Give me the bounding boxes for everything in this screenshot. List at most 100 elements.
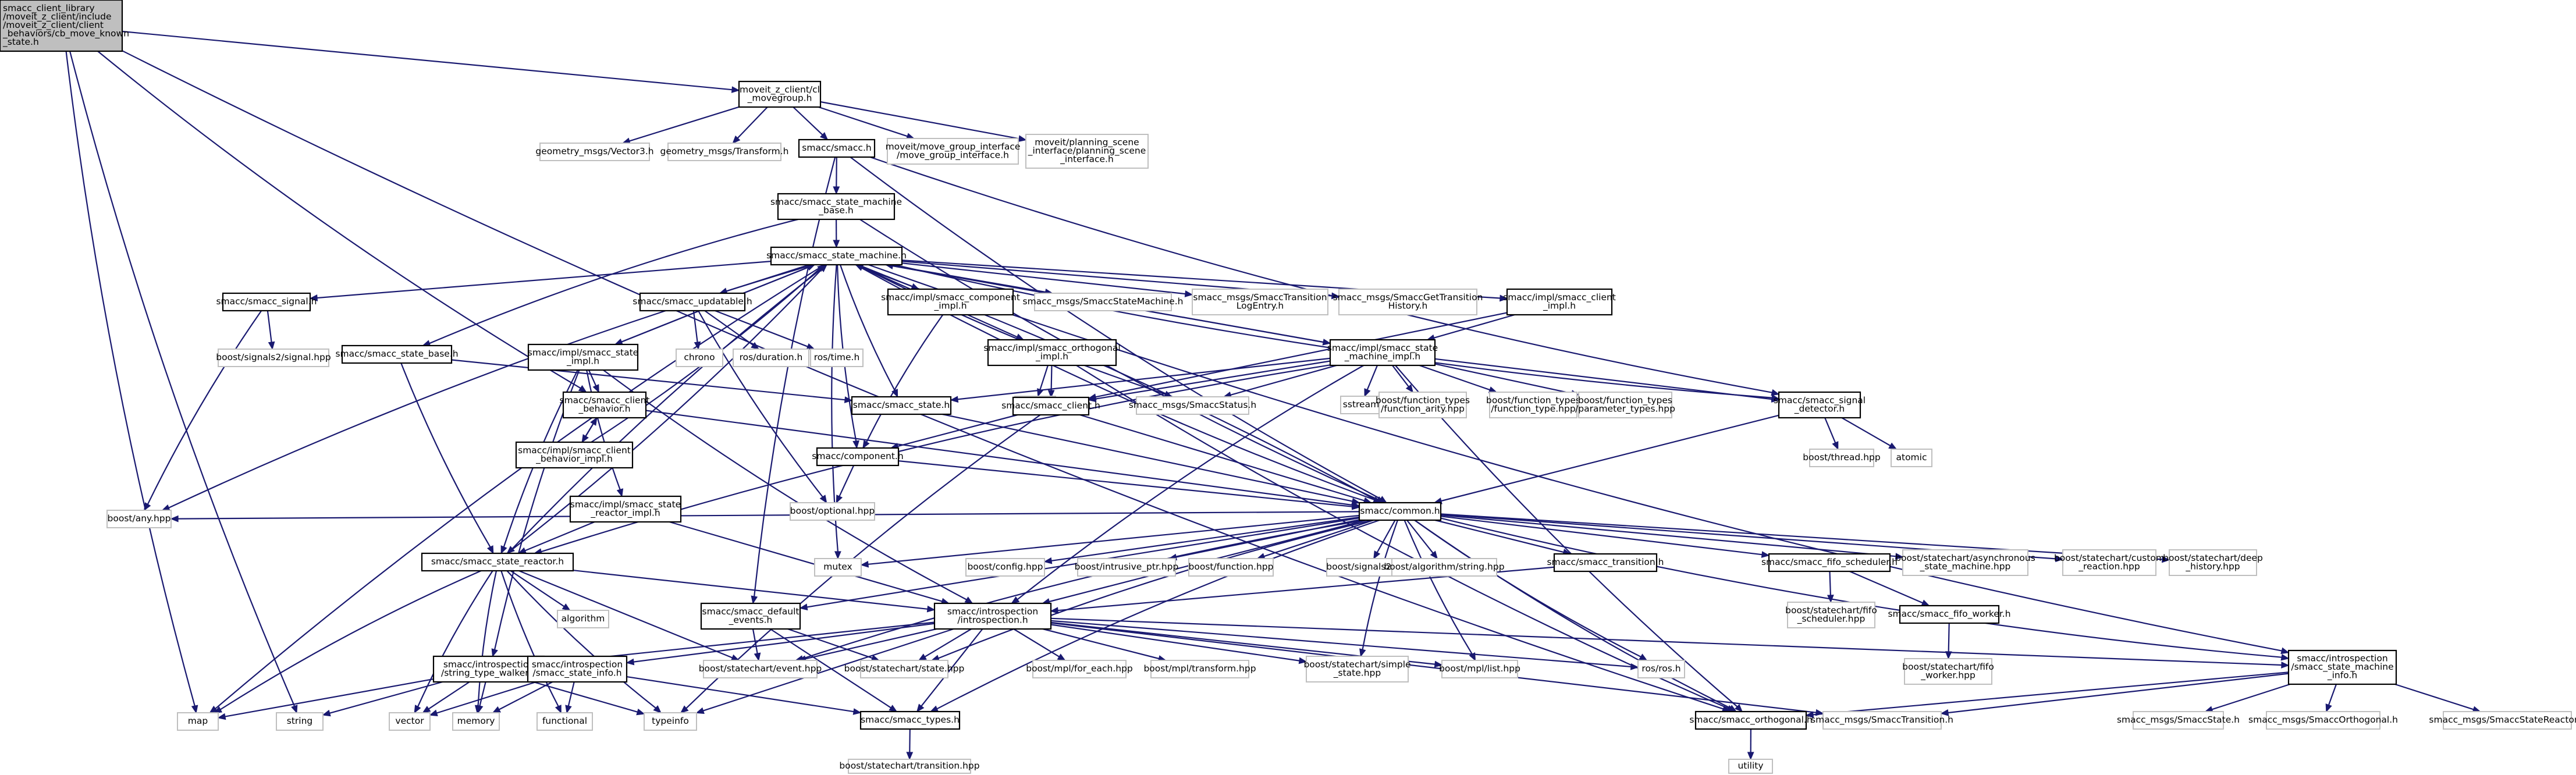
node-box: [2287, 649, 2397, 685]
node-sm_base[interactable]: smacc/smacc_state_machine_base.h: [770, 193, 902, 221]
edge-common-to-transition: [1434, 519, 1564, 553]
node-stw[interactable]: smacc/introspection/string_type_walker.h: [432, 655, 545, 683]
arrowhead-common-to-mutex: [860, 560, 869, 568]
arrowhead-state_impl-to-stw: [491, 648, 498, 657]
node-smacc_h[interactable]: smacc/smacc.h: [798, 138, 876, 158]
node-state_impl[interactable]: smacc/impl/smacc_state_impl.h: [528, 343, 638, 371]
node-label-line: ros/time.h: [814, 352, 860, 362]
node-label-line: smacc/introspection: [532, 659, 623, 670]
node-ft_arity: boost/function_types/function_arity.hpp: [1376, 392, 1470, 418]
node-reactor_impl[interactable]: smacc/impl/smacc_state_reactor_impl.h: [569, 495, 682, 523]
node-comp_impl[interactable]: smacc/impl/smacc_component_impl.h: [881, 288, 1020, 316]
node-label-line: boost/any.hpp: [108, 513, 171, 524]
node-label-line: boost/statechart/simple: [1303, 659, 1410, 670]
node-label-line: atomic: [1896, 452, 1927, 463]
edge-stw-to-map: [225, 678, 434, 717]
edge-intro-to-mpl_foreach: [1013, 628, 1060, 657]
edge-sm-to-smi: [868, 264, 2282, 652]
edge-client_impl-to-client_h: [1095, 312, 1508, 398]
node-fifo_worker[interactable]: smacc/smacc_fifo_worker.h: [1888, 605, 2011, 624]
arrowhead-sm_impl-to-intro: [1011, 596, 1020, 604]
edge-common-to-sc_event: [802, 519, 1365, 660]
node-root[interactable]: smacc_client_library/moveit_z_client/inc…: [0, 0, 129, 52]
node-msg_smacc_sm: smacc_msgs/SmaccStateMachine.h: [1023, 293, 1183, 311]
node-state_h[interactable]: smacc/smacc_state.h: [851, 396, 952, 415]
node-signal[interactable]: smacc/smacc_signal.h: [216, 292, 317, 312]
node-types[interactable]: smacc/smacc_types.h: [859, 710, 961, 730]
arrowhead-intro-to-mpl_list: [1434, 660, 1443, 668]
node-label-line: /move_group_interface.h: [897, 150, 1009, 161]
edge-intro-to-types: [921, 628, 983, 707]
node-updatable[interactable]: smacc/smacc_updatable.h: [633, 292, 752, 312]
node-functional: functional: [536, 712, 593, 731]
edge-movegroup-to-psi: [820, 101, 1019, 140]
node-state_base[interactable]: smacc/smacc_state_base.h: [335, 344, 459, 364]
node-sm_impl[interactable]: smacc/impl/smacc_state_machine_impl.h: [1327, 339, 1438, 367]
node-sm[interactable]: smacc/smacc_state_machine.h: [766, 246, 907, 266]
node-ssi[interactable]: smacc/introspection/smacc_state_info.h: [527, 655, 628, 683]
node-reactor[interactable]: smacc/smacc_state_reactor.h: [421, 552, 574, 572]
arrowhead-intro-to-mpl_foreach: [1057, 653, 1066, 661]
edge-signal_det-to-boost_thread: [1824, 417, 1836, 443]
node-fifo_sched[interactable]: smacc/smacc_fifo_scheduler.h: [1761, 553, 1898, 573]
node-sc_fifo_worker: boost/statechart/fifo_worker.hpp: [1902, 658, 1994, 685]
node-label-line: smacc_msgs/SmaccStateReactor.h: [2429, 714, 2576, 726]
arrowhead-common-to-boost_signals2: [1373, 550, 1381, 560]
node-sc_transition: boost/statechart/transition.hpp: [839, 759, 980, 774]
node-label-line: boost/mpl/transform.hpp: [1143, 663, 1256, 674]
node-label-line: _history.hpp: [2185, 561, 2240, 572]
arrowhead-state_base-to-reactor: [486, 545, 494, 554]
node-label-line: memory: [457, 716, 495, 726]
arrowhead-sm-to-msg_get_hist: [1331, 292, 1340, 300]
node-transition[interactable]: smacc/smacc_transition.h: [1547, 553, 1664, 573]
node-common[interactable]: smacc/common.h: [1358, 502, 1442, 521]
node-box: [1025, 134, 1149, 169]
node-typeinfo: typeinfo: [644, 712, 697, 731]
node-movegroup[interactable]: moveit_z_client/cl_movegroup.h: [738, 80, 822, 108]
node-client_beh_impl[interactable]: smacc/impl/smacc_client_behavior_impl.h: [515, 441, 634, 469]
edge-common-to-boost_signals2: [1376, 520, 1396, 553]
node-box: [1768, 553, 1891, 573]
node-label-line: _detector.h: [1794, 403, 1845, 414]
arrowhead-smacc_h-to-default_events: [751, 595, 758, 605]
node-label-line: smacc/component.h: [812, 451, 903, 461]
node-orth_impl[interactable]: smacc/impl/smacc_orthogonal_impl.h: [983, 339, 1121, 367]
edge-comp_impl-to-component: [866, 314, 944, 443]
arrowhead-intro-to-ros_ros: [1630, 663, 1639, 670]
node-signal_det[interactable]: smacc/smacc_signal_detector.h: [1774, 391, 1866, 419]
node-chrono: chrono: [676, 349, 723, 367]
arrowhead-client_beh_impl-to-client_beh: [590, 417, 598, 426]
node-label-line: History.h: [1388, 300, 1428, 311]
node-default_events[interactable]: smacc/smacc_default_events.h: [700, 602, 801, 630]
edge-reactor_impl-to-reactor: [524, 521, 595, 552]
node-box: [1192, 289, 1328, 315]
edge-reactor-to-memory: [477, 570, 498, 706]
node-box: [2266, 711, 2380, 730]
node-client_h[interactable]: smacc/smacc_client.h: [1001, 396, 1100, 416]
node-orthogonal[interactable]: smacc/smacc_orthogonal.h: [1689, 710, 1813, 730]
node-vector: vector: [389, 712, 431, 731]
edge-smi-to-msg_transition: [1948, 673, 2289, 714]
node-label-line: _impl.h: [1543, 300, 1576, 311]
node-geom_vec3: geometry_msgs/Vector3.h: [535, 143, 654, 161]
arrowhead-sm-to-mutex: [834, 551, 841, 560]
node-label-line: smacc_msgs/SmaccTransition: [1193, 292, 1327, 303]
node-client_impl[interactable]: smacc/impl/smacc_client_impl.h: [1503, 288, 1616, 316]
node-box: [770, 246, 903, 266]
node-box: [810, 349, 864, 367]
edge-client_beh-to-common: [645, 410, 1353, 506]
edge-layer: [65, 30, 2481, 760]
arrowhead-root-to-client_beh: [578, 385, 587, 393]
arrowhead-stw-to-vector: [422, 706, 431, 713]
node-intro[interactable]: smacc/introspection/introspection.h: [933, 602, 1052, 630]
node-label-line: boost/signals2.hpp: [1326, 561, 1411, 572]
arrowhead-client_h-to-typeinfo: [680, 705, 689, 713]
node-client_beh[interactable]: smacc/smacc_client_behavior.h: [560, 391, 650, 419]
arrowhead-state_impl-to-client_beh: [592, 384, 599, 393]
node-component[interactable]: smacc/component.h: [812, 447, 904, 467]
node-label-line: smacc_msgs/SmaccGetTransition: [1333, 292, 1483, 303]
node-smi[interactable]: smacc/introspection/smacc_state_machine_…: [2287, 649, 2397, 685]
edge-state_impl-to-reactor_impl: [586, 369, 621, 490]
node-box: [1578, 392, 1672, 418]
